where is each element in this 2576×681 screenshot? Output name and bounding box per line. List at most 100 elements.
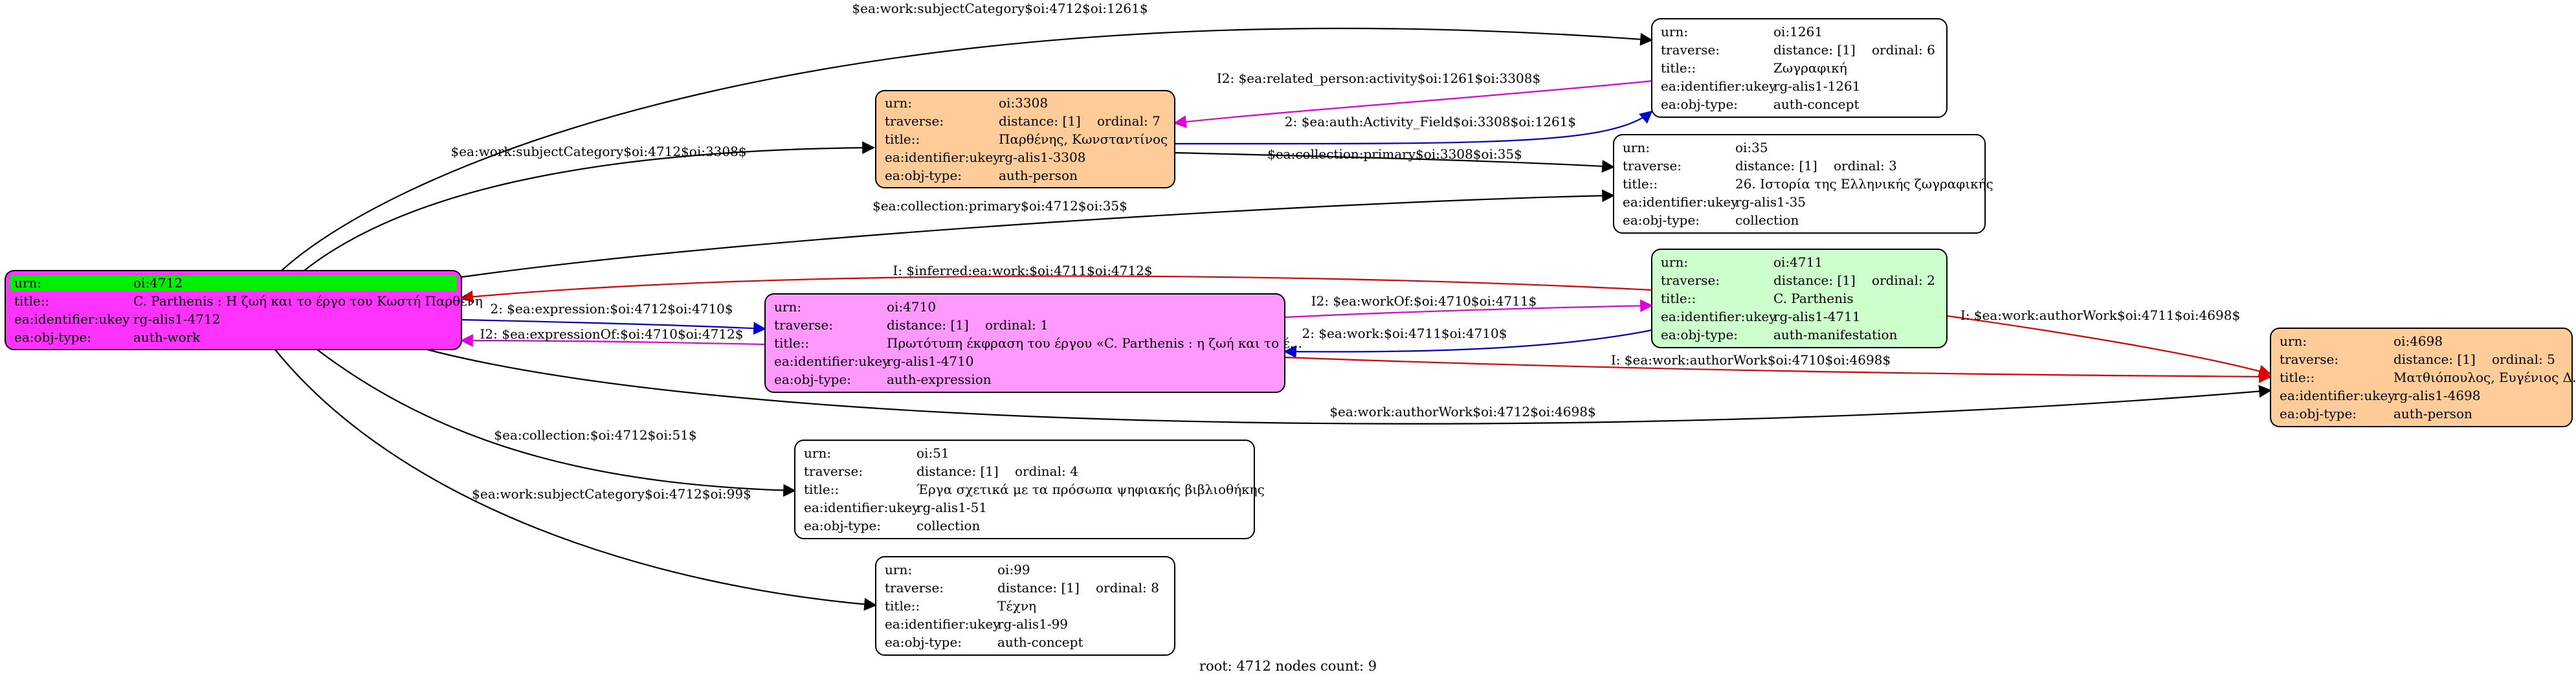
node-field-key: ea:obj-type: [804,518,881,533]
edge-expression-4712-4710: 2: $ea:expression:$oi:4712$oi:4710$ [461,301,766,335]
node-field-key: ea:obj-type: [1623,212,1700,228]
node-field-value: rg-alis1-4698 [2393,388,2480,403]
edge-label: $ea:work:subjectCategory$oi:4712$oi:99$ [472,486,751,502]
node-field-key: traverse: [1661,42,1720,58]
edge-label: I2: $ea:expressionOf:$oi:4710$oi:4712$ [480,326,744,342]
node-field-value: collection [916,518,981,533]
node-field-value: Τέχνη [997,598,1036,614]
node-field-ordinal: ordinal: 1 [985,317,1049,333]
edge-label: 2: $ea:expression:$oi:4712$oi:4710$ [490,301,733,317]
node-field-value: oi:4712 [133,275,183,291]
node-field-ordinal: ordinal: 2 [1872,273,1935,288]
node-field-value: oi:1261 [1773,24,1823,39]
node-field-value: C. Parthenis [1773,291,1854,306]
node-field-key: ea:obj-type: [774,372,851,387]
node-field-value: rg-alis1-99 [997,616,1068,632]
node-field-value: distance: [1] [1773,42,1856,58]
node-field-value: Πρωτότυπη έκφραση του έργου «C. Partheni… [887,335,1302,351]
node-field-value: collection [1735,212,1799,228]
node-field-key: urn: [804,445,831,461]
node-box [764,293,1285,393]
node-field-value: distance: [1] [1773,273,1856,288]
node-field-value: 26. Ιστορία της Ελληνικής ζωγραφικής [1735,176,1993,192]
node-field-key: urn: [1623,140,1650,155]
node-field-key: ea:identifier:ukey [885,150,1001,165]
node-field-value: Ματθιόπουλος, Ευγένιος Δ. [2393,370,2576,385]
row-highlight [10,275,456,291]
node-field-key: ea:identifier:ukey [804,500,920,515]
edge-subjectcategory-4712-1261: $ea:work:subjectCategory$oi:4712$oi:1261… [281,1,1653,271]
node-field-key: title:: [2280,370,2315,385]
node-field-value: Έργα σχετικά με τα πρόσωπα ψηφιακής βιβλ… [916,482,1265,497]
node-box [1651,249,1948,348]
node-field-key: title:: [885,131,920,147]
node-field-key: urn: [885,562,912,577]
edge-activity-field-3308-1261: 2: $ea:auth:Activity_Field$oi:3308$oi:12… [1174,110,1653,145]
edge-authorwork-4710-4698: I: $ea:work:authorWork$oi:4710$oi:4698$ [1284,352,2272,383]
node-field-ordinal: ordinal: 8 [1096,580,1159,596]
node-field-value: oi:4710 [887,299,936,315]
node-field-key: ea:identifier:ukey [1661,78,1777,94]
node-field-key: ea:identifier:ukey [774,353,890,369]
node-field-value: distance: [1] [887,317,969,333]
edge-collection-primary-3308-35: $ea:collection:primary$oi:3308$oi:35$ [1174,146,1615,173]
footer-caption: root: 4712 nodes count: 9 [1199,658,1377,674]
edge-authorwork-4711-4698: I: $ea:work:authorWork$oi:4711$oi:4698$ [1946,307,2272,377]
edge-label: $ea:collection:$oi:4712$oi:51$ [494,427,696,443]
node-field-key: traverse: [885,580,944,596]
node-box [2270,328,2573,427]
edge-work-4711-4710: 2: $ea:work:$oi:4711$oi:4710$ [1283,326,1652,359]
node-field-value: C. Parthenis : Η ζωή και το έργο του Κωσ… [133,293,483,309]
edge-inferred-work-4711-4712: I: $inferred:ea:work:$oi:4711$oi:4712$ [460,263,1652,304]
edge-label: I: $inferred:ea:work:$oi:4711$oi:4712$ [893,263,1152,278]
node-box [794,440,1255,539]
node-field-key: ea:identifier:ukey [885,616,1001,632]
node-field-value: oi:4698 [2393,333,2443,349]
node-field-value: distance: [1] [2393,352,2476,367]
edge-label: 2: $ea:auth:Activity_Field$oi:3308$oi:12… [1285,114,1576,129]
node-field-key: ea:obj-type: [885,168,962,183]
node-field-value: rg-alis1-4710 [887,353,973,369]
node-field-value: auth-person [2393,406,2472,421]
node-field-value: rg-alis1-51 [916,500,987,515]
edge-expressionof-4710-4712: I2: $ea:expressionOf:$oi:4710$oi:4712$ [460,326,766,347]
node-field-key: traverse: [2280,352,2338,367]
node-field-value: auth-concept [997,634,1083,650]
node-field-value: rg-alis1-35 [1735,194,1806,210]
node-field-ordinal: ordinal: 4 [1015,463,1078,479]
node-field-key: title:: [885,598,920,614]
edge-label: $ea:work:subjectCategory$oi:4712$oi:3308… [450,144,746,159]
edge-label: $ea:collection:primary$oi:4712$oi:35$ [872,198,1127,214]
node-field-key: ea:obj-type: [885,634,962,650]
node-field-key: title:: [1661,60,1696,76]
node-field-key: traverse: [804,463,863,479]
edge-workof-4710-4711: I2: $ea:workOf:$oi:4710$oi:4711$ [1284,293,1653,318]
node-field-value: rg-alis1-3308 [999,150,1085,165]
node-field-key: traverse: [774,317,833,333]
node-field-key: urn: [1661,254,1688,270]
node-field-key: urn: [2280,333,2307,349]
node-field-key: urn: [774,299,801,315]
node-field-value: auth-concept [1773,96,1859,112]
node-field-key: ea:obj-type: [2280,406,2357,421]
node-field-value: auth-person [999,168,1078,183]
edge-authorwork-4712-4698: $ea:work:authorWork$oi:4712$oi:4698$ [427,348,2272,425]
node-oi-4710[interactable]: urn: oi:4710 traverse: distance: [1] ordinal… [764,293,1302,393]
node-field-key: urn: [885,95,912,111]
node-field-value: auth-manifestation [1773,327,1898,342]
node-field-value: oi:35 [1735,140,1768,155]
edge-label: I: $ea:work:authorWork$oi:4710$oi:4698$ [1611,352,1891,368]
node-field-key: title:: [774,335,809,351]
node-field-value: oi:3308 [999,95,1048,111]
node-field-key: title:: [1661,291,1696,306]
edge-label: I2: $ea:workOf:$oi:4710$oi:4711$ [1311,293,1537,309]
